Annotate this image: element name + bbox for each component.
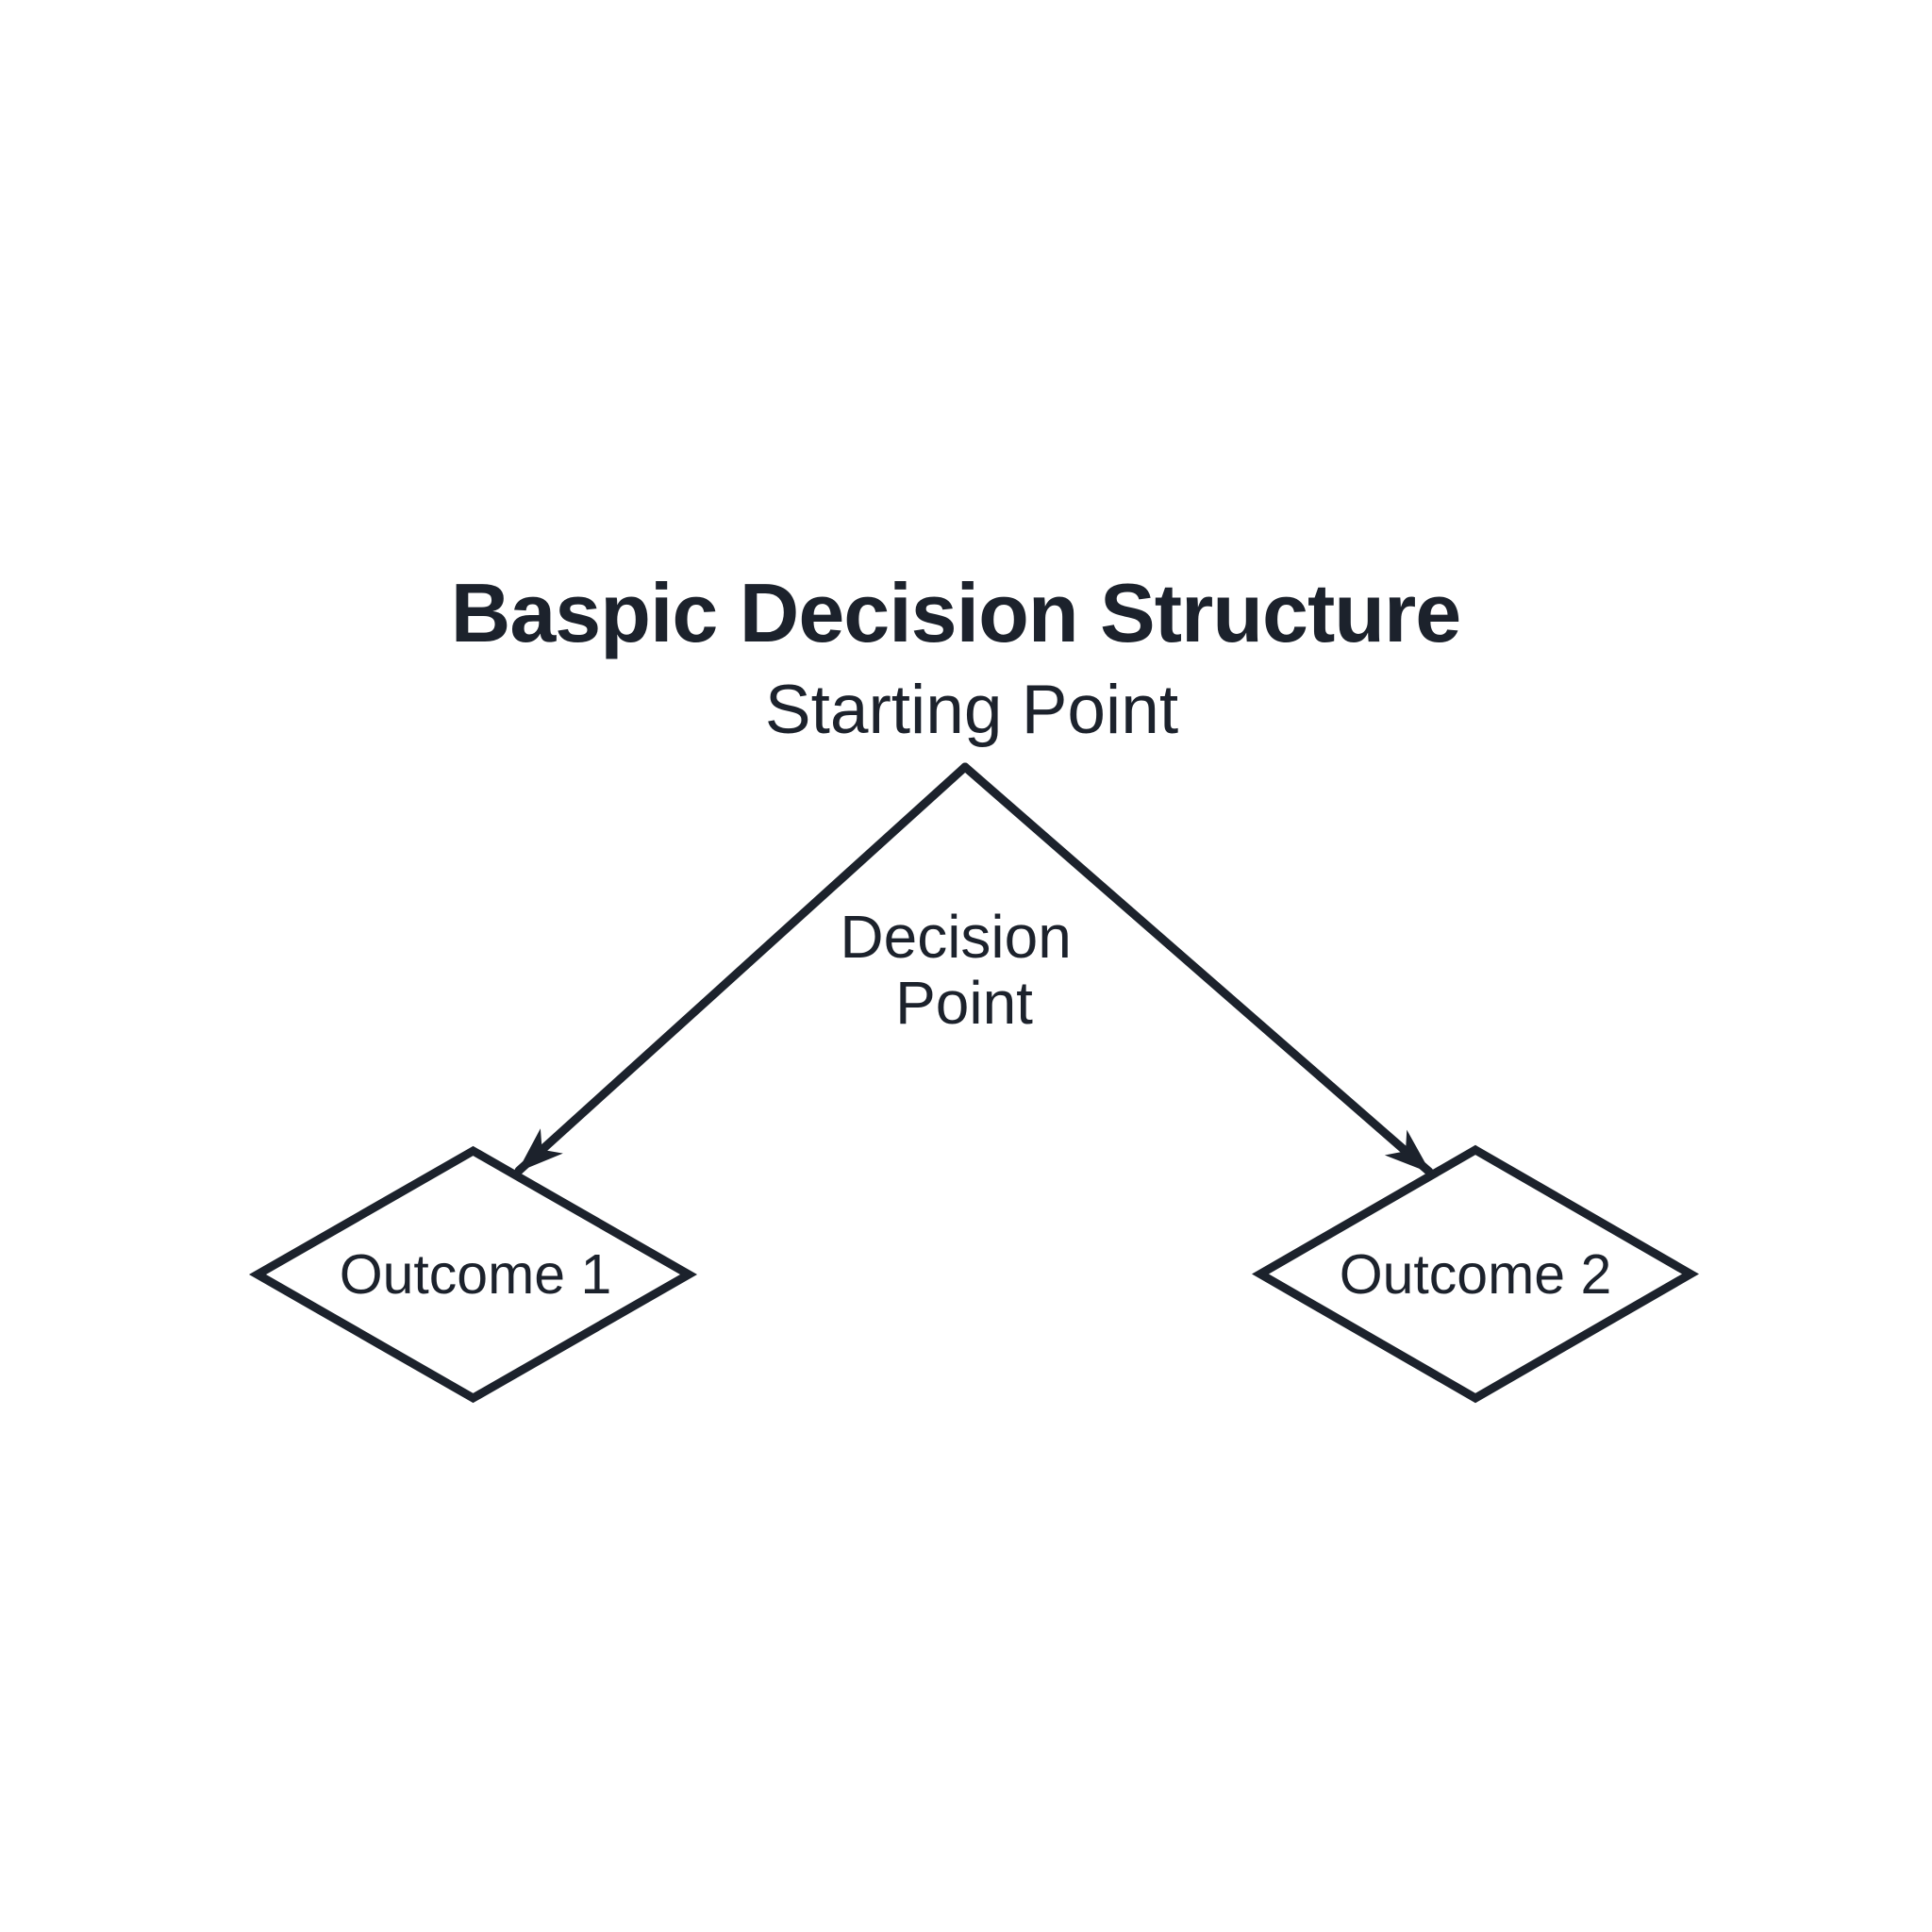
decision-point-line2: Point xyxy=(895,969,1033,1037)
decision-point-label: Decision Point xyxy=(840,903,1088,1037)
branch-arrow-left xyxy=(514,762,970,1175)
outcome-2-label: Outcome 2 xyxy=(1340,1243,1612,1306)
branch-arrow-right xyxy=(960,762,1434,1176)
outcome-2-node xyxy=(1251,1144,1700,1404)
outcome-1-node xyxy=(248,1145,698,1404)
starting-point-label: Starting Point xyxy=(765,672,1178,748)
decision-point-line1: Decision xyxy=(840,903,1071,971)
page-title: Baspic Decision Structure xyxy=(451,566,1460,659)
outcome-1-label: Outcome 1 xyxy=(340,1243,612,1306)
